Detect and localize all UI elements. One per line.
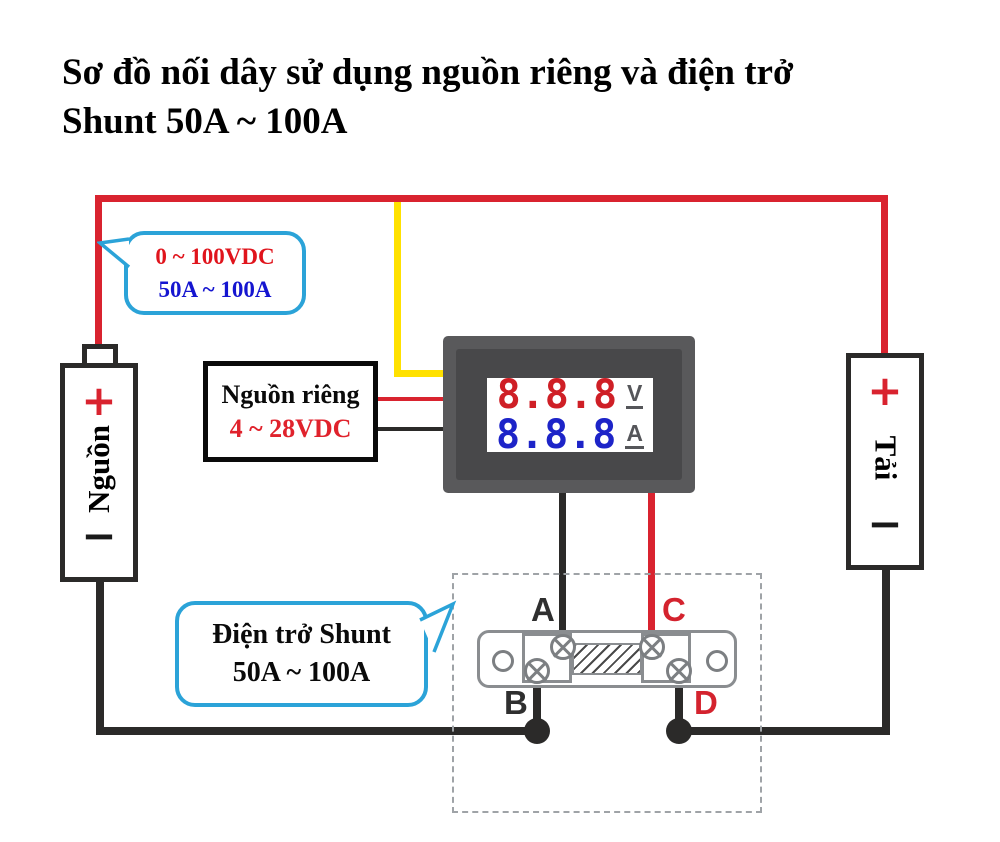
load: + Tải − — [846, 353, 924, 570]
title-line-2: Shunt 50A ~ 100A — [62, 101, 348, 143]
wire-aux-supply-positive — [378, 397, 446, 401]
aux-supply-range: 4 ~ 28VDC — [229, 413, 352, 443]
wire-battery-negative-vertical — [96, 580, 104, 735]
wire-terminal-d-stub — [675, 668, 683, 731]
current-readout-row: 8.8.8 A — [487, 415, 653, 455]
shunt-mount-hole-left — [492, 650, 514, 672]
shunt-screw-a — [550, 634, 576, 660]
shunt-callout-tail — [419, 600, 457, 653]
shunt-callout-line-2: 50A ~ 100A — [232, 657, 371, 688]
voltage-unit: V — [626, 381, 644, 410]
battery: + Nguồn − — [60, 363, 138, 582]
current-digits: 8.8.8 — [495, 412, 617, 458]
battery-plus-sign: + — [81, 376, 117, 425]
current-unit: A — [625, 421, 645, 450]
title-line-1: Sơ đồ nối dây sử dụng nguồn riêng và điệ… — [62, 52, 794, 93]
wire-meter-to-terminal-a — [559, 490, 566, 647]
junction-dot-d — [666, 718, 692, 744]
aux-supply-title: Nguồn riêng — [221, 379, 360, 409]
wire-positive-top — [95, 195, 888, 202]
source-range-callout: 0 ~ 100VDC 50A ~ 100A — [124, 231, 306, 315]
shunt-screw-b — [524, 658, 550, 684]
shunt-region-outline — [452, 573, 762, 813]
shunt-screw-d — [666, 658, 692, 684]
terminal-label-c: C — [662, 591, 686, 628]
volt-amp-meter: 8.8.8 V 8.8.8 A — [443, 336, 695, 493]
wire-bottom-left — [96, 727, 541, 735]
load-plus-sign: + — [867, 366, 903, 415]
shunt-screw-c — [639, 634, 665, 660]
source-voltage-range: 0 ~ 100VDC — [155, 243, 275, 269]
junction-dot-b — [524, 718, 550, 744]
shunt-callout: Điện trở Shunt 50A ~ 100A — [175, 601, 428, 707]
wire-positive-battery — [95, 195, 102, 348]
voltage-digits: 8.8.8 — [496, 372, 618, 418]
page-title: Sơ đồ nối dây sử dụng nguồn riêng và điệ… — [62, 48, 793, 146]
battery-label: Nguồn — [81, 424, 116, 513]
wire-load-negative-vertical — [882, 568, 890, 735]
terminal-label-b: B — [504, 684, 528, 721]
wire-aux-supply-negative — [378, 427, 446, 431]
terminal-label-a: A — [531, 591, 555, 628]
source-current-range: 50A ~ 100A — [158, 277, 272, 302]
load-label: Tải — [867, 435, 903, 480]
aux-supply-box: Nguồn riêng 4 ~ 28VDC — [203, 361, 378, 462]
load-minus-sign: − — [867, 499, 903, 548]
shunt-mount-hole-right — [706, 650, 728, 672]
shunt-callout-line-1: Điện trở Shunt — [212, 619, 391, 651]
voltage-readout-row: 8.8.8 V — [487, 375, 653, 415]
wire-positive-load — [881, 195, 888, 357]
battery-minus-sign: − — [81, 511, 117, 560]
terminal-label-d: D — [694, 684, 718, 721]
wire-voltage-sense-horizontal — [394, 370, 446, 377]
wire-meter-to-terminal-c — [648, 490, 655, 648]
source-callout-tail — [97, 237, 131, 269]
wire-terminal-b-stub — [533, 668, 541, 731]
wire-bottom-right — [675, 727, 890, 735]
shunt-resistive-element — [572, 643, 642, 675]
wire-voltage-sense-vertical — [394, 202, 401, 377]
meter-bezel: 8.8.8 V 8.8.8 A — [456, 349, 682, 480]
meter-screen: 8.8.8 V 8.8.8 A — [487, 375, 653, 455]
